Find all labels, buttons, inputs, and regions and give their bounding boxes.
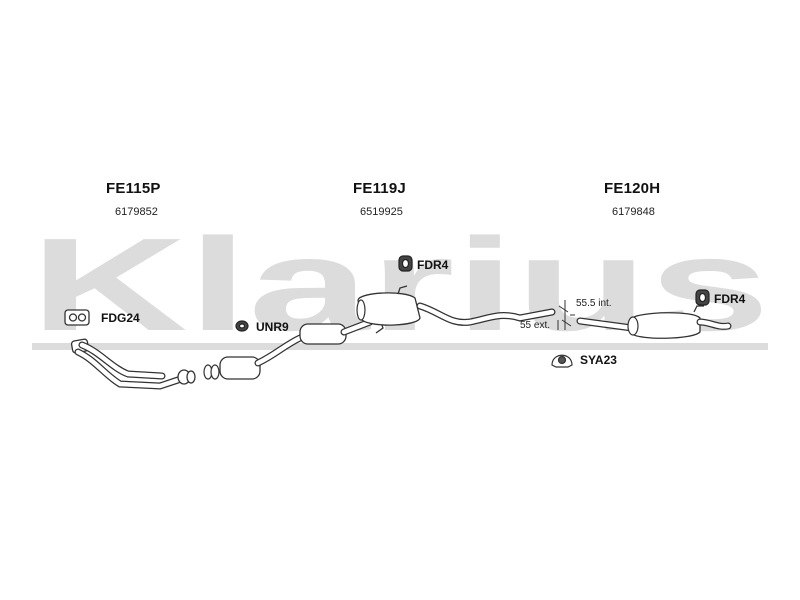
accessory-label-fdr4-rear: FDR4 xyxy=(714,292,746,306)
middle-section-fe119j xyxy=(203,285,556,380)
gasket-icon xyxy=(64,309,90,326)
part-code-fe115p: FE115P xyxy=(106,180,161,197)
rear-silencer-fe120h xyxy=(576,305,732,339)
part-number-fe115p: 6179852 xyxy=(115,206,158,218)
part-code-fe119j: FE119J xyxy=(353,180,406,197)
watermark: Klarius xyxy=(30,211,770,358)
dimension-internal: 55.5 int. xyxy=(576,298,612,309)
ring-icon-unr9 xyxy=(235,320,249,332)
accessory-label-sya23: SYA23 xyxy=(580,353,617,367)
part-code-fe120h: FE120H xyxy=(604,180,661,197)
part-number-fe120h: 6179848 xyxy=(612,206,655,218)
mount-icon-fdr4-middle xyxy=(398,255,413,272)
mount-icon-fdr4-rear xyxy=(695,289,710,306)
accessory-label-unr9: UNR9 xyxy=(256,320,289,334)
dimension-marks xyxy=(557,300,575,330)
dimension-external: 55 ext. xyxy=(520,320,551,331)
accessory-label-fdr4-middle: FDR4 xyxy=(417,258,449,272)
part-number-fe119j: 6519925 xyxy=(360,206,403,218)
watermark-underline xyxy=(32,343,768,350)
front-pipe-fe115p xyxy=(70,338,196,390)
accessory-label-fdg24: FDG24 xyxy=(101,311,140,325)
clamp-icon-sya23 xyxy=(551,354,573,368)
